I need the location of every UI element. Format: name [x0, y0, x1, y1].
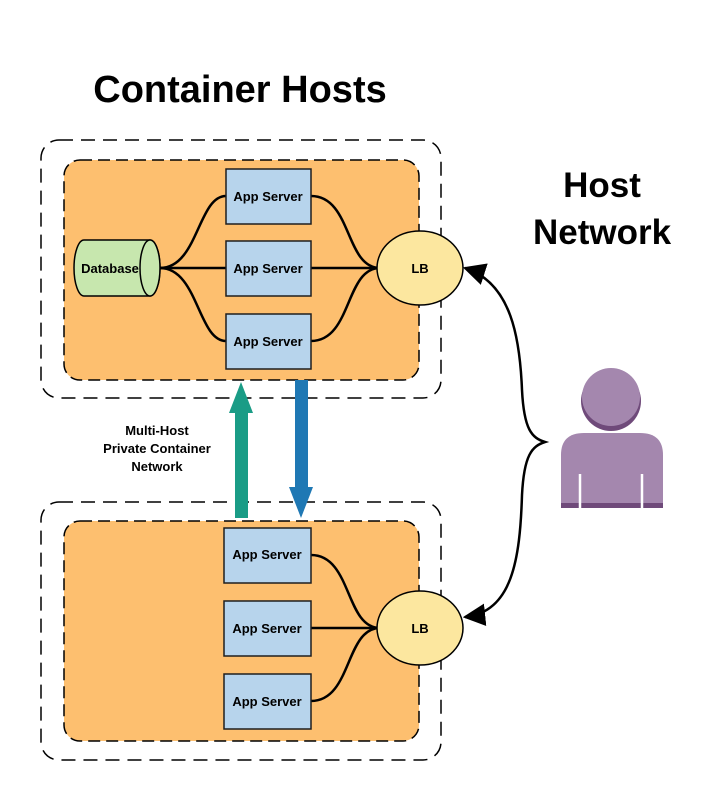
diagram-title: Container Hosts	[93, 69, 386, 111]
host-network-connector	[462, 263, 550, 627]
private-network-label-line2: Private Container	[103, 441, 211, 456]
host-network-title-line2: Network	[533, 213, 672, 252]
host-network-title-line1: Host	[563, 166, 641, 205]
host-1-load-balancer-label: LB	[411, 261, 428, 276]
db-to-app3-link	[159, 266, 227, 343]
host-2-app-server-1-label: App Server	[232, 547, 301, 562]
host-1-app-server-2-label: App Server	[233, 261, 302, 276]
arrow-up-icon	[229, 382, 253, 413]
private-network-arrows	[229, 380, 313, 518]
container-host-1: Database App Server App Server App Serve…	[40, 139, 464, 399]
host-1-app-server-1	[225, 168, 312, 225]
database-label: Database	[81, 261, 139, 276]
database-icon	[73, 239, 161, 297]
host-2-app1-to-lb-link	[310, 553, 381, 630]
arrow-up-shaft	[235, 412, 248, 518]
host-2-app-server-1	[223, 527, 312, 584]
host-2-load-balancer-label: LB	[411, 621, 428, 636]
host-1-app-server-1-label: App Server	[233, 189, 302, 204]
container-host-2: App Server App Server App Server LB	[40, 501, 464, 761]
app1-to-lb-link	[310, 194, 381, 270]
host-1-app-server-2	[225, 240, 312, 297]
host-2-app3-to-lb-link	[310, 626, 381, 703]
user-icon	[561, 368, 663, 508]
arrow-down-icon	[289, 487, 313, 518]
private-network-label-line3: Network	[131, 459, 183, 474]
db-to-app1-link	[159, 194, 227, 270]
host-2-app-server-3-label: App Server	[232, 694, 301, 709]
host-2-app-server-3	[223, 673, 312, 730]
private-network-label-line1: Multi-Host	[125, 423, 189, 438]
host-2-load-balancer	[376, 590, 464, 666]
host-1-app-server-3-label: App Server	[233, 334, 302, 349]
arrow-down-shaft	[295, 380, 308, 488]
host-2-app-server-2-label: App Server	[232, 621, 301, 636]
host-1-app-server-3	[225, 313, 312, 370]
host-2-app-server-2	[223, 600, 312, 657]
app3-to-lb-link	[310, 266, 381, 343]
